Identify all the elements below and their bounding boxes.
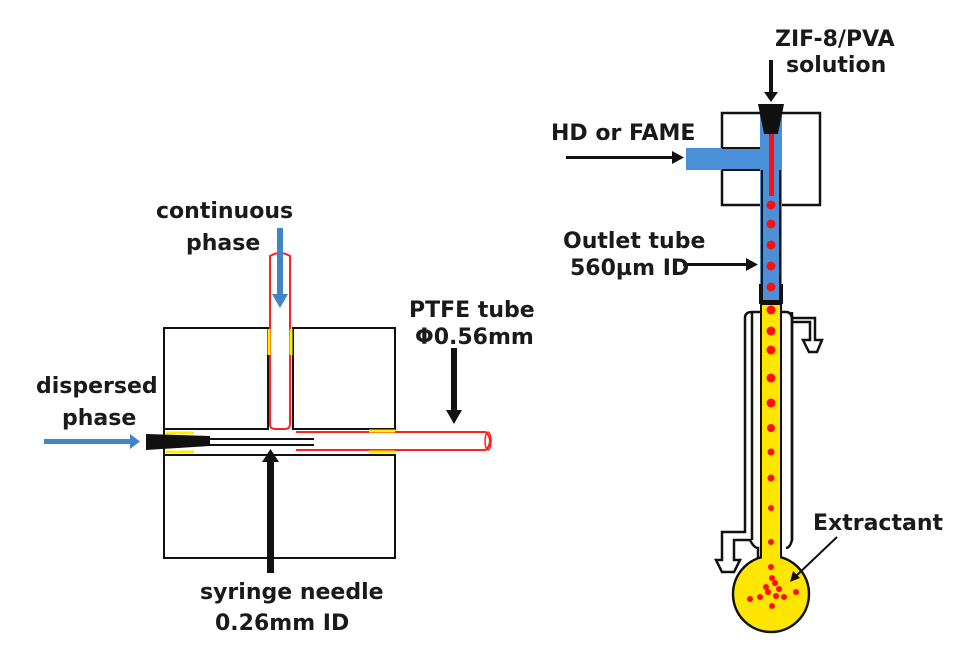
syringe-needle-label-1: syringe needle: [200, 580, 384, 605]
continuous-flow-arrow: [272, 228, 288, 308]
dispersed-flow-arrow: [44, 434, 140, 449]
syringe-needle-label-2: 0.26mm ID: [215, 611, 349, 636]
outlet-tube-label-2: 560µm ID: [570, 256, 689, 281]
dispersed-phase-label-1: dispersed: [36, 374, 158, 399]
t-junction-device: continuous phase dispersed phase PTFE tu…: [36, 199, 535, 636]
hd-fame-label: HD or FAME: [551, 121, 695, 146]
dispersed-phase-label-2: phase: [62, 406, 136, 431]
extractant-label: Extractant: [813, 511, 943, 536]
droplets: [747, 200, 799, 609]
ptfe-tube: [296, 429, 492, 454]
inlet-nozzle: [758, 104, 784, 134]
ptfe-pointer-arrow: [446, 348, 462, 424]
extractant-tube: [760, 303, 782, 569]
block-top-left: [163, 327, 269, 430]
dispersed-thread: [769, 134, 774, 196]
outlet-tube-label-1: Outlet tube: [563, 229, 705, 254]
ptfe-tube-label-1: PTFE tube: [409, 298, 535, 323]
zif-solution-label-1: ZIF-8/PVA: [775, 27, 895, 52]
zif-solution-label-2: solution: [786, 53, 886, 78]
needle-pointer-arrow: [262, 449, 279, 573]
hd-inlet-channel: [686, 148, 768, 170]
continuous-phase-label-2: phase: [186, 231, 260, 256]
zif-inlet-arrow: [764, 60, 778, 102]
block-bottom: [163, 454, 396, 559]
droplet-extraction-setup: ZIF-8/PVA solution HD or FAME Outlet tub…: [551, 27, 943, 634]
ptfe-tube-label-2: Φ0.56mm: [415, 325, 534, 350]
outlet-pointer-arrow: [683, 258, 758, 271]
extractant-pointer-arrow: [790, 536, 838, 582]
continuous-phase-label-1: continuous: [156, 199, 293, 224]
syringe-needle: [146, 431, 314, 454]
hd-inlet-arrow: [566, 151, 684, 164]
block-top-right: [292, 327, 396, 430]
